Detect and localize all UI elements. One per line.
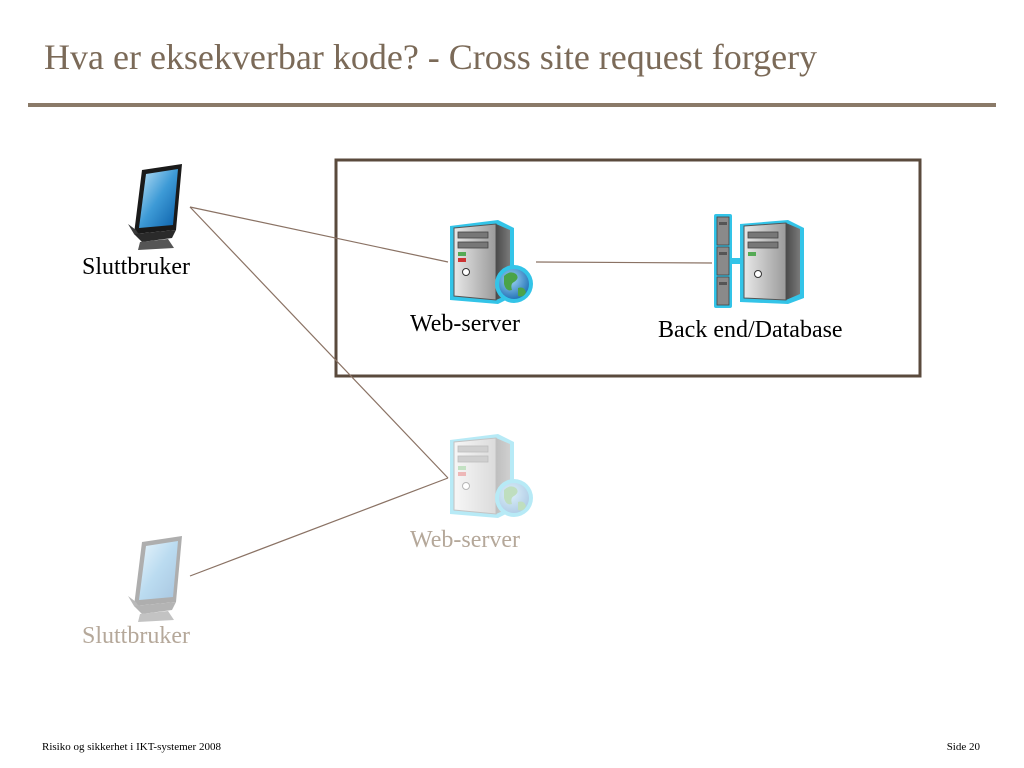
edge-user2-to-malicious-webserver [189, 477, 449, 577]
server-globe-icon [449, 219, 534, 305]
server-zone-box [334, 158, 922, 378]
footer-course: Risiko og sikkerhet i IKT-systemer 2008 [42, 741, 221, 753]
faded-monitor-icon [128, 536, 182, 622]
edge-user-to-malicious-webserver [189, 206, 449, 479]
node-label-webserver: Web-server [410, 311, 521, 337]
node-label-database: Back end/Database [658, 317, 843, 343]
slide-title: Hva er eksekverbar kode? - Cross site re… [44, 37, 818, 77]
node-label-sluttbruker-faded: Sluttbruker [82, 623, 190, 649]
edge-user-to-webserver [189, 206, 449, 263]
node-label-webserver-faded: Web-server [410, 527, 521, 553]
node-label-sluttbruker: Sluttbruker [82, 254, 190, 280]
edge-webserver-to-database [535, 261, 713, 264]
database-server-icon [713, 213, 805, 309]
faded-server-globe-icon [449, 433, 534, 519]
monitor-icon [128, 164, 182, 250]
title-divider [28, 103, 996, 107]
footer-page-number: Side 20 [946, 741, 980, 753]
